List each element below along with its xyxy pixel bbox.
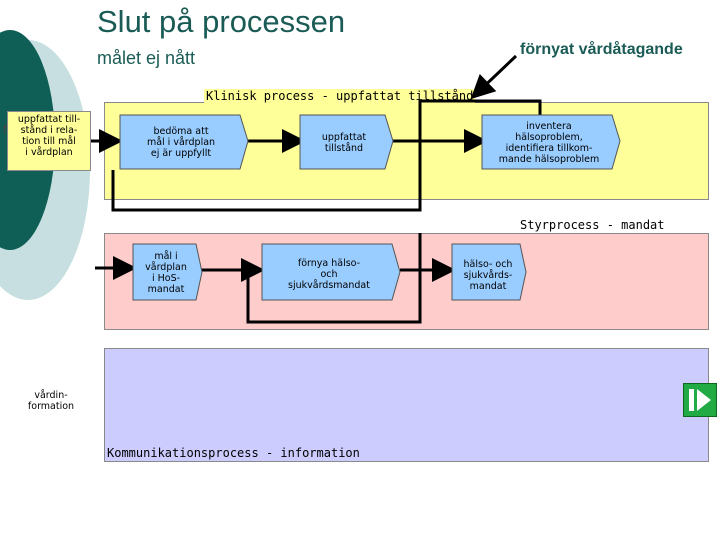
side-letter: f bbox=[3, 122, 7, 137]
page-title: Slut på processen bbox=[97, 4, 346, 39]
node-perceived-state bbox=[299, 114, 394, 170]
node-goal-label: mål i vårdplan i HoS- mandat bbox=[145, 251, 187, 295]
communication-process-label: Kommunikationsprocess - information bbox=[107, 446, 360, 460]
page-subtitle: målet ej nått bbox=[97, 48, 196, 68]
control-process-band bbox=[104, 233, 709, 330]
node-goal bbox=[132, 243, 203, 301]
node-mandate bbox=[451, 243, 527, 301]
next-slide-button[interactable] bbox=[683, 383, 717, 417]
connector-lines bbox=[91, 54, 542, 324]
care-information-text: vårdin- formation bbox=[27, 390, 75, 412]
node-assess-label: bedöma att mål i vårdplan ej är uppfyllt bbox=[146, 126, 216, 159]
communication-process-band bbox=[104, 348, 709, 462]
node-assess bbox=[119, 114, 249, 170]
renewed-commitment-label: förnyat vårdåtagande bbox=[520, 41, 683, 58]
next-slide-icon bbox=[689, 389, 711, 411]
node-renew-label: förnya hälso- och sjukvårdsmandat bbox=[288, 258, 370, 291]
perceived-state-side-text: uppfattat till- stånd i rela- tion till … bbox=[17, 114, 81, 158]
perceived-state-side-box: uppfattat till- stånd i rela- tion till … bbox=[7, 111, 91, 171]
node-inventory-label: inventera hälsoproblem, identifiera till… bbox=[498, 121, 600, 165]
node-mandate-label: hälso- och sjukvårds- mandat bbox=[463, 259, 513, 292]
node-renew bbox=[261, 243, 401, 301]
node-inventory bbox=[481, 114, 621, 170]
control-process-label: Styrprocess - mandat bbox=[520, 218, 665, 232]
clinical-process-label: Klinisk process - uppfattat tillstånd bbox=[204, 89, 476, 103]
node-perceived-state-label: uppfattat tillstånd bbox=[321, 132, 367, 154]
